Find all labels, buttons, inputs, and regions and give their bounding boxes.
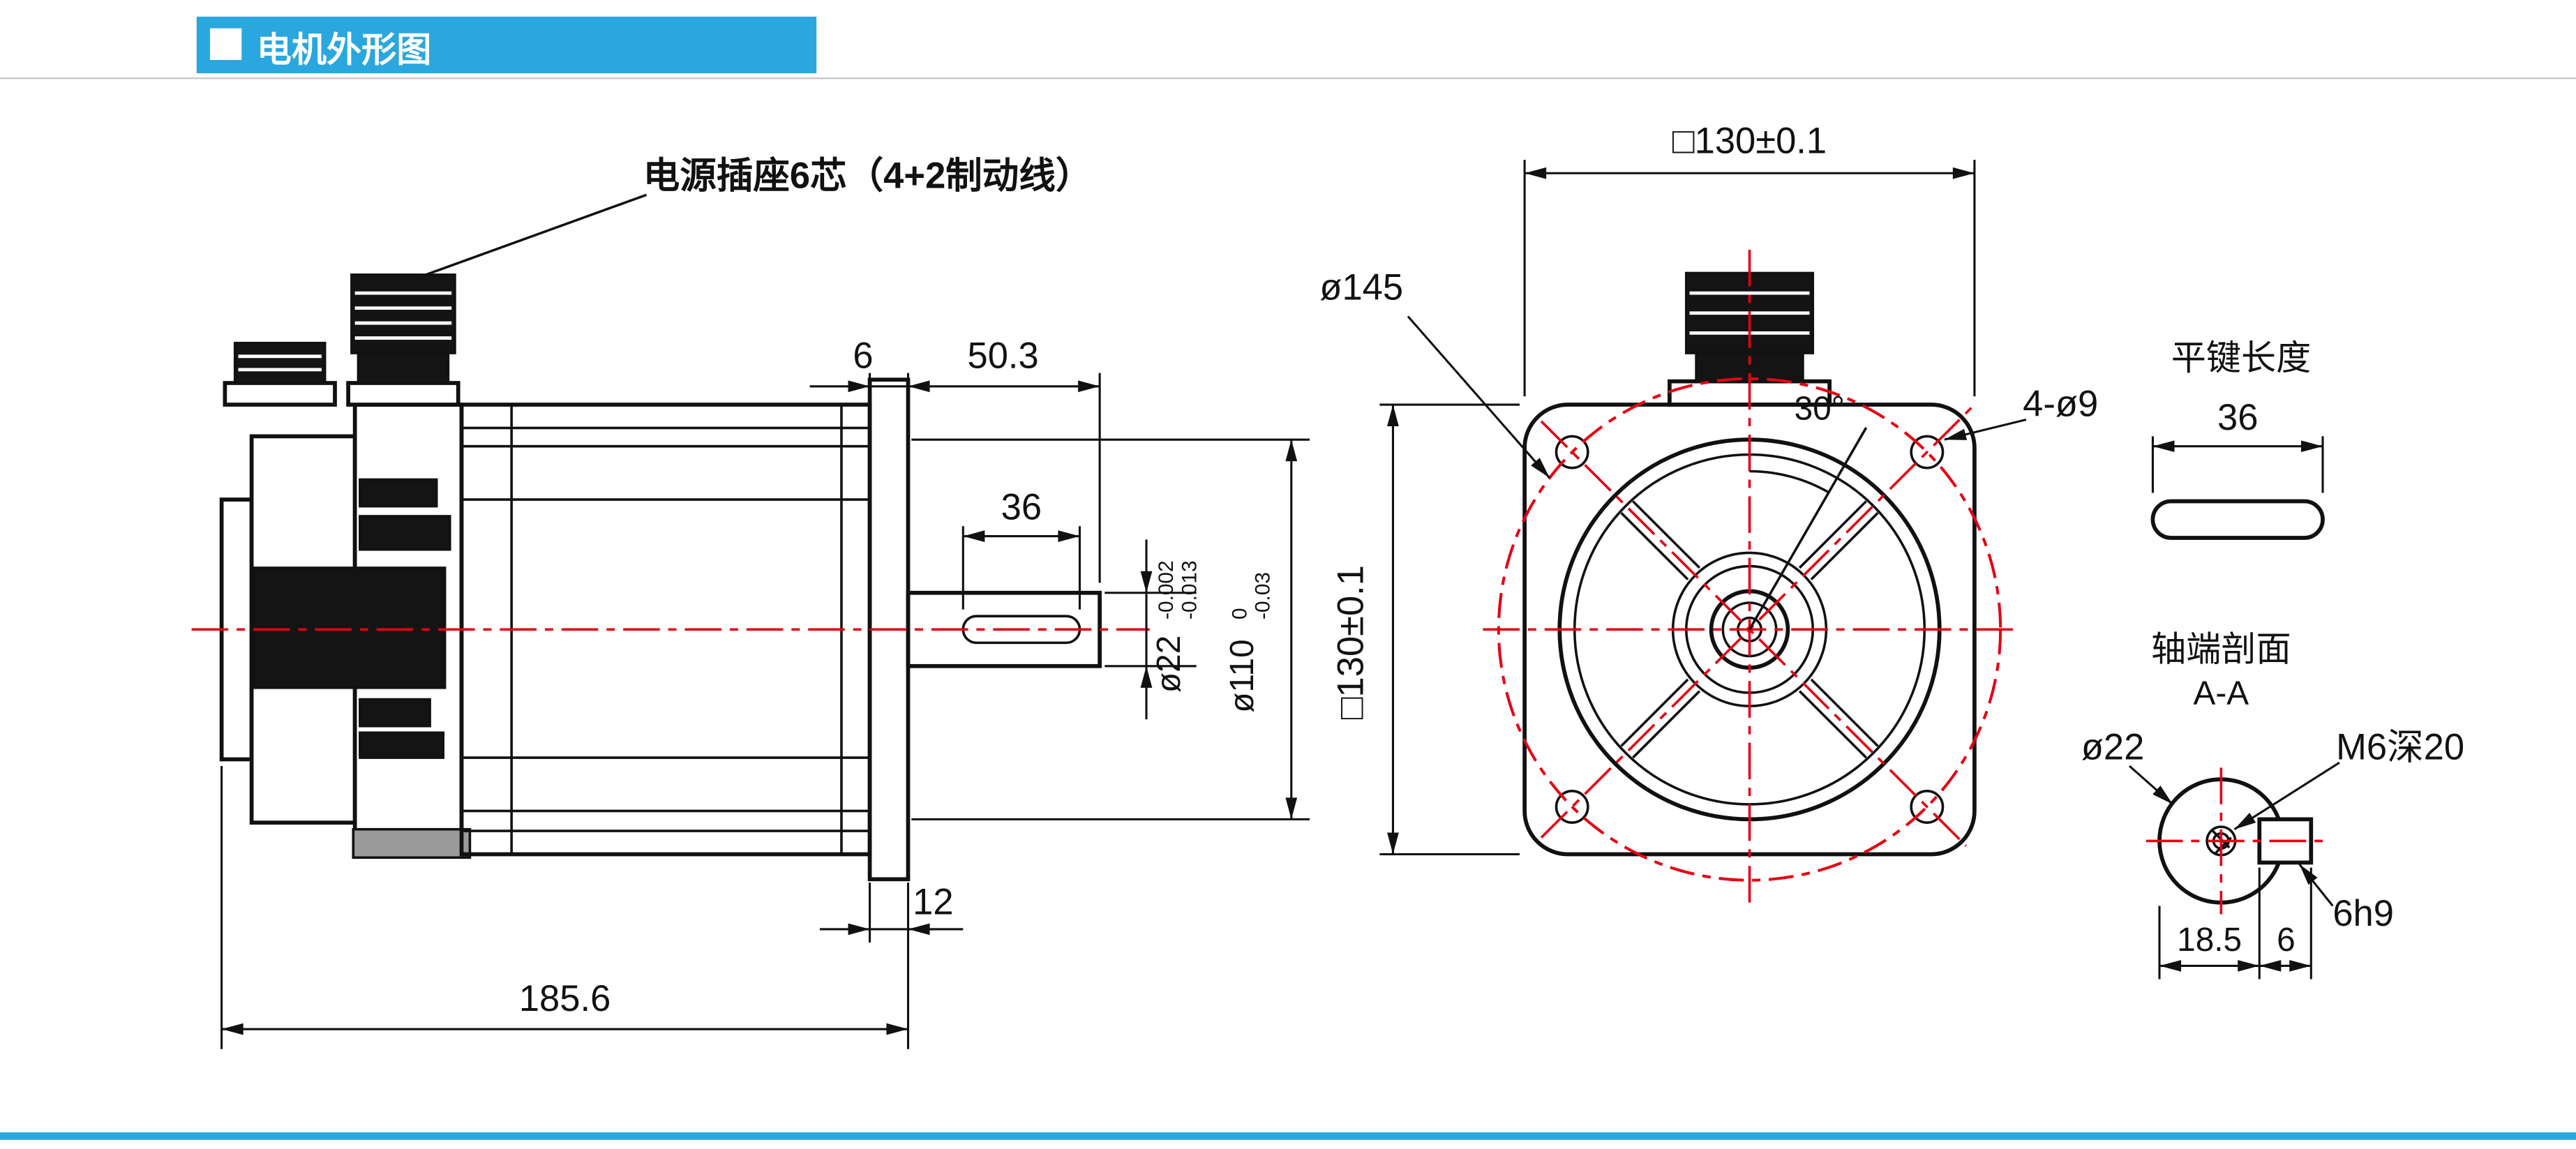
bolt-circle-label: ø145 (1319, 267, 1551, 479)
dim-label-flange-thickness: 12 (913, 881, 953, 922)
dim-shaft-dia: ø22 -0.002 -0.013 (1104, 539, 1201, 720)
rear-detail-3 (359, 698, 431, 728)
key-detail-title: 平键长度 (2171, 338, 2312, 377)
header-square-icon (209, 28, 242, 60)
shaft-section-title: 轴端剖面 (2151, 630, 2291, 669)
hole-diagonal-1 (1540, 402, 1977, 839)
front-view: 30° ø145 4-ø9 □130±0.1 □130±0.1 (1319, 121, 2098, 908)
key-length-detail: 平键长度 36 (2150, 338, 2325, 540)
dim-flange-width: □130±0.1 (1523, 121, 1976, 397)
rear-detail-2 (359, 515, 451, 551)
dim-label-key-width: 6h9 (2332, 893, 2394, 934)
power-connector-base (346, 381, 460, 407)
brake-block (252, 566, 447, 689)
motor-body-lines (461, 405, 870, 855)
dim-shaft-extension: 50.3 (908, 336, 1101, 583)
dim-label-section-shaft-dia: ø22 (2081, 726, 2145, 767)
key-width-label: 6h9 (2298, 863, 2394, 934)
shaft-section-detail: 轴端剖面 A-A ø22 M6深20 6h9 18.5 6 (2081, 630, 2464, 979)
hole-angle-annotation: 30° (1748, 391, 1868, 631)
dim-label-tapped-hole: M6深20 (2336, 726, 2464, 767)
dim-label-mounting-holes: 4-ø9 (2023, 384, 2098, 425)
dim-label-overall-length: 185.6 (519, 978, 611, 1019)
bolt-hole-top-left (1555, 435, 1589, 470)
dim-label-flange-width: □130±0.1 (1672, 121, 1827, 162)
power-connector-cap (350, 273, 456, 354)
mounting-holes-label: 4-ø9 (1944, 384, 2098, 441)
dim-spigot-dia: ø110 0 -0.03 (911, 438, 1310, 820)
dim-overall-length: 185.6 (220, 766, 910, 1049)
page-title: 电机外形图 (257, 30, 432, 69)
dim-label-shaft-tol-upper: -0.002 (1155, 560, 1178, 619)
encoder-connector-base (223, 381, 337, 407)
power-connector (346, 273, 460, 407)
flat-key-shape (2150, 499, 2325, 540)
power-connector-neck (357, 352, 450, 384)
bolt-hole-bottom-left (1555, 790, 1589, 824)
tapped-hole-label: M6深20 (2233, 726, 2464, 831)
header: 电机外形图 (0, 16, 2576, 80)
dim-key-detail-length: 36 (2151, 397, 2324, 493)
power-connector-leader (416, 193, 647, 280)
dim-label-hole-angle: 30° (1795, 391, 1845, 428)
rear-detail-1 (359, 478, 438, 508)
dim-label-shaft-tol-lower: -0.013 (1178, 560, 1201, 619)
dim-label-key-length: 36 (1001, 487, 1042, 528)
bolt-hole-bottom-right (1910, 790, 1945, 824)
dim-label-spigot-tol-upper: 0 (1228, 608, 1251, 619)
rib-lines (1620, 500, 1879, 759)
encoder-connector-body (233, 341, 327, 384)
dim-label-section-right: 6 (2277, 922, 2296, 959)
dim-label-section-left: 18.5 (2177, 922, 2242, 959)
dim-label-spigot-tol-lower: -0.03 (1252, 572, 1275, 619)
dim-flange-thickness: 12 (819, 881, 964, 943)
dim-label-key-detail-length: 36 (2217, 397, 2258, 438)
dim-label-shaft-dia: ø22 (1151, 636, 1188, 693)
dim-flange-height: □130±0.1 (1330, 403, 1520, 856)
dim-spigot-depth: 6 (809, 336, 910, 393)
header-bar (196, 16, 817, 74)
rear-detail-4 (359, 731, 445, 759)
hole-diagonal-2 (1540, 420, 1968, 847)
section-shaft-dia-label: ø22 (2081, 726, 2174, 806)
power-connector-callout: 电源插座6芯（4+2制动线） (643, 156, 1093, 197)
dim-label-bolt-circle: ø145 (1319, 267, 1403, 308)
footer-accent-bar (0, 1132, 2576, 1140)
shaft-section-label: A-A (2194, 675, 2249, 712)
dim-label-spigot-depth: 6 (853, 336, 873, 377)
dim-key-length: 36 (961, 487, 1081, 610)
encoder-connector (223, 341, 337, 407)
dim-label-flange-height: □130±0.1 (1330, 565, 1371, 719)
bolt-hole-top-right (1910, 435, 1945, 470)
terminal-block (352, 827, 472, 859)
dim-section-bottom: 18.5 6 (2158, 867, 2312, 979)
side-view: 电源插座6芯（4+2制动线） 6 (191, 156, 1310, 1049)
dim-label-spigot-dia: ø110 (1224, 639, 1261, 712)
dim-label-shaft-extension: 50.3 (968, 336, 1039, 377)
